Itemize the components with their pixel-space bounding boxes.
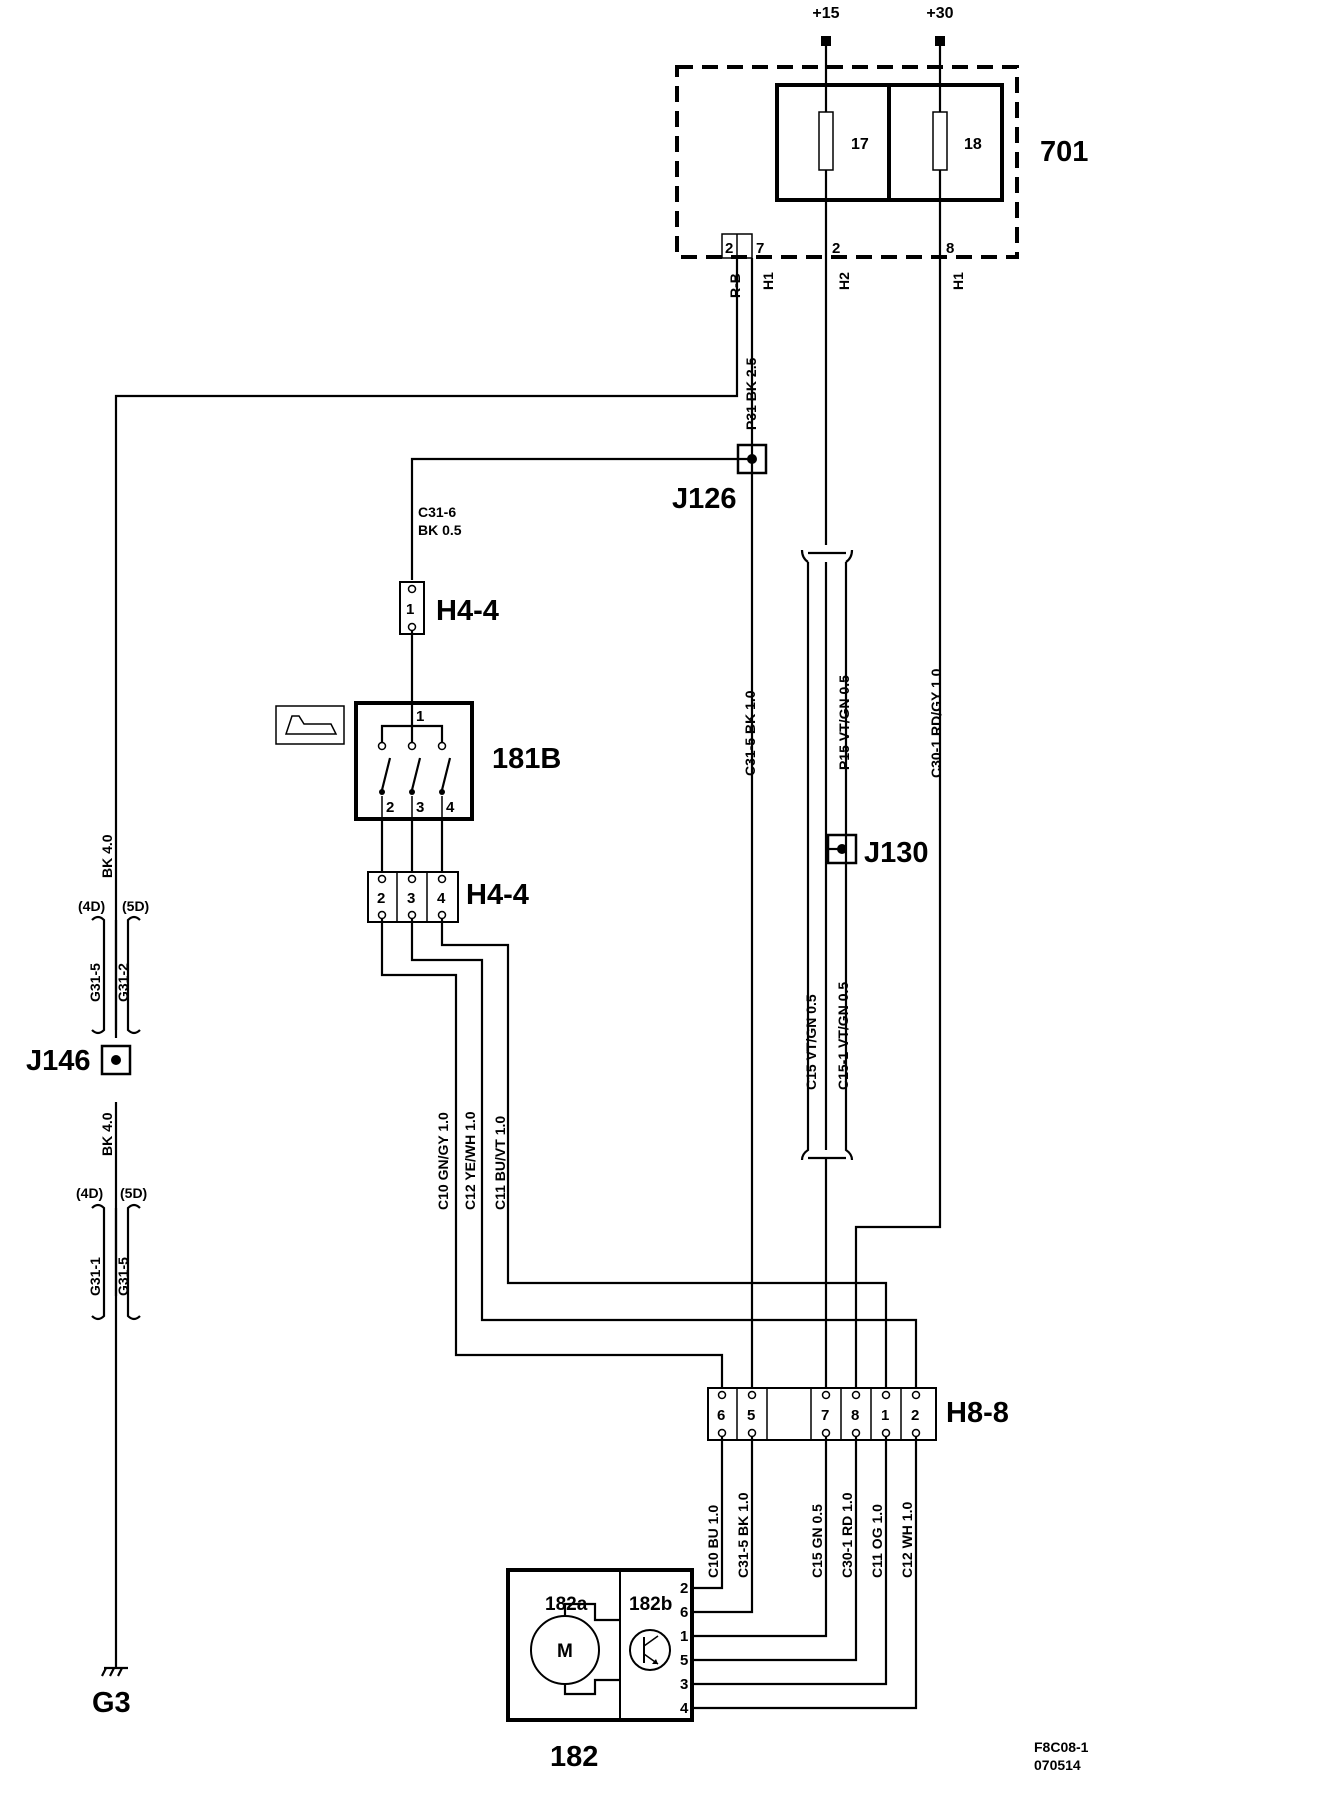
splice-lower-w2: G31-5: [115, 1257, 131, 1296]
wire-tag-h2: H2: [836, 272, 852, 290]
joint-j130: J130: [826, 833, 929, 869]
supply-terminal-30: +30: [926, 5, 954, 46]
connector-h4-4-bottom: 2 3 4 H4-4: [367, 871, 529, 923]
wire-c31-5: C31-5 BK 1.0: [742, 690, 758, 776]
footer-date: 070514: [1034, 1757, 1081, 1773]
wire-tag-h1a: H1: [760, 272, 776, 290]
fuse-17-label: 17: [851, 136, 869, 153]
transistor-icon: [629, 1629, 671, 1671]
h8-8-pin-1: 1: [881, 1407, 889, 1424]
h4-4-bottom-pin-4: 4: [437, 890, 446, 907]
h8-8-pin-7: 7: [821, 1407, 829, 1424]
c182-pin-4: 4: [680, 1700, 689, 1717]
fuse-18-label: 18: [964, 136, 982, 153]
connector-h8-8: 6 5 7 8 1 2 H8-8: [707, 1387, 1009, 1441]
wire-b-c10: C10 BU 1.0: [705, 1505, 721, 1578]
ground-label: G3: [92, 1687, 131, 1719]
joint-j146: J146: [26, 1044, 132, 1077]
h4-4-bottom-pin-3: 3: [407, 890, 415, 907]
wire-bk40-upper: BK 4.0: [99, 834, 115, 878]
wire-b-c15: C15 GN 0.5: [809, 1504, 825, 1578]
h8-8-pin-2: 2: [911, 1407, 919, 1424]
switch-181b: 1 2 3 4 181B: [354, 701, 561, 821]
fuse-box-id: 701: [1040, 136, 1088, 168]
h8-8-label: H8-8: [946, 1397, 1009, 1429]
switch-pin-4: 4: [446, 799, 455, 816]
splice-upper-w1: G31-5: [87, 963, 103, 1002]
wire-bk40-lower: BK 4.0: [99, 1112, 115, 1156]
splice-upper-w2: G31-2: [115, 963, 131, 1002]
c182-pin-2: 2: [680, 1580, 688, 1597]
wire-p31: P31 BK 2.5: [743, 357, 759, 430]
c182-pin-3: 3: [680, 1676, 688, 1693]
module-label: 182b: [629, 1594, 672, 1615]
wire-c15: C15 VT/GN 0.5: [803, 994, 819, 1090]
motor-icon: M: [530, 1602, 620, 1696]
wire-b-c11: C11 OG 1.0: [869, 1504, 885, 1578]
sunroof-icon: [275, 705, 345, 745]
j146-label: J146: [26, 1045, 91, 1077]
splice-lower-w1: G31-1: [87, 1257, 103, 1296]
h4-4-top-pin: 1: [406, 601, 414, 618]
j126-label: J126: [672, 483, 737, 515]
c182-pin-1: 1: [680, 1628, 688, 1645]
fuse-box-pin-7: 7: [756, 240, 764, 257]
wire-tag-h1b: H1: [950, 272, 966, 290]
h8-8-pin-5: 5: [747, 1407, 755, 1424]
splice-lower-left: (4D): [76, 1185, 103, 1201]
wire-c11: C11 BU/VT 1.0: [492, 1116, 508, 1210]
c182-pin-5: 5: [680, 1652, 688, 1669]
splice-upper-right: (5D): [122, 898, 149, 914]
splice-upper-left: (4D): [78, 898, 105, 914]
splice-lower: (4D) (5D) G31-1 G31-5: [76, 1185, 147, 1321]
wire-b-c30-1: C30-1 RD 1.0: [839, 1492, 855, 1578]
j130-label: J130: [864, 837, 929, 869]
splice-upper: (4D) (5D) G31-5 G31-2: [78, 898, 149, 1035]
splice-lower-right: (5D): [120, 1185, 147, 1201]
wire-tag-rb: R-B: [727, 273, 743, 298]
switch-label: 181B: [492, 743, 561, 775]
wire-c31-6-a: C31-6: [418, 504, 456, 520]
fuse-box-701: 17 18 701 2 7 2 8: [675, 65, 1088, 259]
wire-p15: P15 VT/GN 0.5: [836, 675, 852, 770]
h4-4-bottom-pin-2: 2: [377, 890, 385, 907]
svg-text:M: M: [557, 1641, 573, 1662]
wire-c15-1: C15-1 VT/GN 0.5: [835, 982, 851, 1090]
supply-terminal-15: +15: [812, 5, 840, 46]
wire-c10: C10 GN/GY 1.0: [435, 1112, 451, 1210]
component-182: 182a 182b M 2 6 1 5 3 4 182: [506, 1568, 694, 1773]
wire-c30-1: C30-1 RD/GY 1.0: [928, 668, 944, 778]
connector-h4-4-top: 1 H4-4: [399, 581, 499, 635]
switch-pin-3: 3: [416, 799, 424, 816]
h4-4-bottom-label: H4-4: [466, 879, 529, 911]
wire-b-c12: C12 WH 1.0: [899, 1502, 915, 1578]
ground-g3: G3: [92, 1666, 131, 1719]
joint-j126: J126: [672, 443, 768, 515]
switch-common-pin: 1: [416, 708, 424, 725]
fuse-box-pin-2a: 2: [725, 240, 733, 257]
h8-8-pin-8: 8: [851, 1407, 859, 1424]
wire-c12: C12 YE/WH 1.0: [462, 1111, 478, 1210]
fuse-box-pin-8: 8: [946, 240, 954, 257]
footer-code: F8C08-1: [1034, 1739, 1089, 1755]
wire-b-c31-5: C31-5 BK 1.0: [735, 1492, 751, 1578]
terminal-30-label: +30: [926, 5, 953, 22]
switch-pin-2: 2: [386, 799, 394, 816]
h4-4-top-label: H4-4: [436, 595, 499, 627]
fuse-box-pin-2b: 2: [832, 240, 840, 257]
component-182-label: 182: [550, 1741, 598, 1773]
wire-c31-6-b: BK 0.5: [418, 522, 462, 538]
terminal-15-label: +15: [812, 5, 839, 22]
h8-8-pin-6: 6: [717, 1407, 725, 1424]
c182-pin-6: 6: [680, 1604, 688, 1621]
